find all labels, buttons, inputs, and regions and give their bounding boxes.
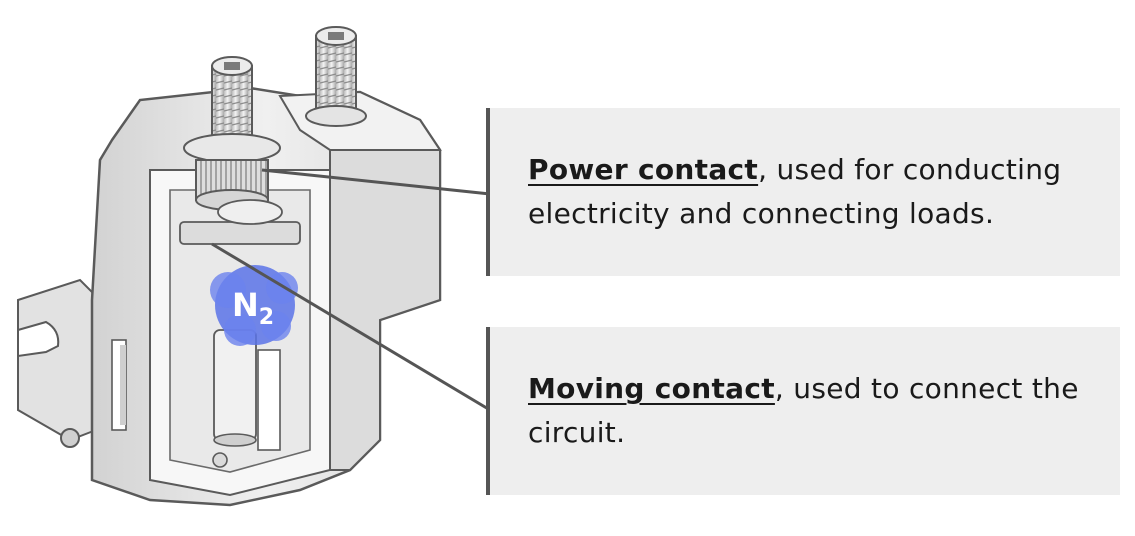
svg-text:N2: N2 <box>232 286 274 330</box>
mounting-bracket <box>17 278 97 448</box>
power-contact-description: , used for conducting electricity and co… <box>528 153 1062 230</box>
moving-contact-description: , used to connect the circuit. <box>528 372 1079 449</box>
second-terminal-bolt <box>305 26 367 127</box>
gas-symbol: N <box>232 286 259 324</box>
power-contact-term: Power contact <box>528 153 759 186</box>
moving-contact-leader-line <box>211 242 491 412</box>
nitrogen-gas-bubble: N2 <box>210 265 298 346</box>
power-terminal-bolt <box>183 56 281 211</box>
moving-contact-assembly <box>179 199 301 468</box>
moving-contact-text: Moving contact, used to connect the circ… <box>528 367 1096 455</box>
power-contact-text: Power contact, used for conducting elect… <box>528 148 1096 236</box>
moving-contact-term: Moving contact <box>528 372 775 405</box>
power-contact-leader-line <box>261 168 491 196</box>
gas-subscript: 2 <box>259 305 274 330</box>
power-contact-callout: Power contact, used for conducting elect… <box>486 108 1120 276</box>
moving-contact-callout: Moving contact, used to connect the circ… <box>486 327 1120 495</box>
